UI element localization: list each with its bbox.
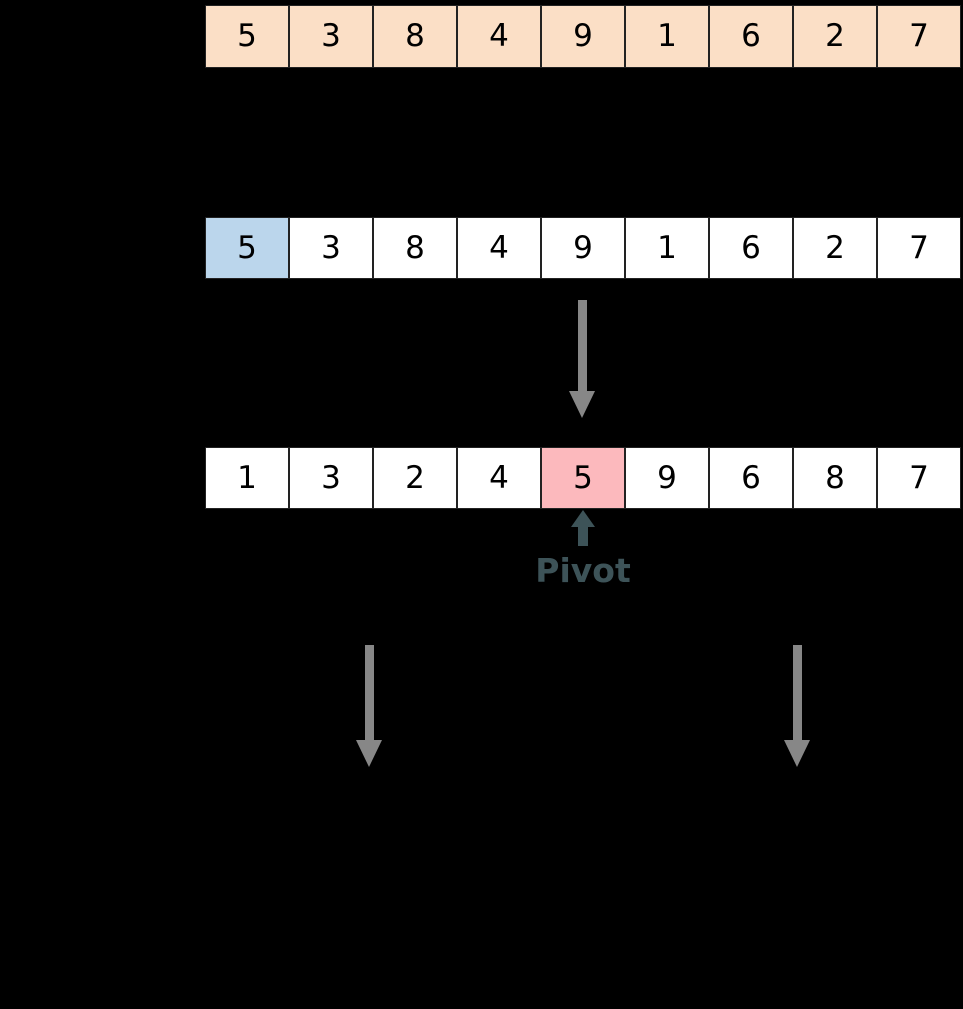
array-cell: 1 <box>625 5 709 68</box>
array-cell: 5 <box>205 5 289 68</box>
partition-arrow-down-icon <box>567 300 597 418</box>
array-row-pivot-selected: 5 3 8 4 9 1 6 2 7 <box>205 217 961 279</box>
array-cell: 2 <box>793 217 877 279</box>
array-cell: 3 <box>289 5 373 68</box>
array-cell: 1 <box>205 447 289 509</box>
array-cell: 6 <box>709 5 793 68</box>
array-cell: 9 <box>541 5 625 68</box>
array-cell: 8 <box>373 5 457 68</box>
array-cell: 4 <box>457 217 541 279</box>
array-cell: 7 <box>877 5 961 68</box>
array-row-original: 5 3 8 4 9 1 6 2 7 <box>205 5 961 68</box>
array-row-partitioned: 1 3 2 4 5 9 6 8 7 <box>205 447 961 509</box>
arrow-shaft <box>578 300 587 394</box>
left-subarray-arrow-down-icon <box>354 645 384 770</box>
array-cell: 7 <box>877 447 961 509</box>
pivot-arrow-up-icon <box>568 510 598 546</box>
array-cell: 9 <box>625 447 709 509</box>
pivot-label: Pivot <box>535 551 631 590</box>
arrow-head <box>571 510 595 527</box>
arrow-shaft <box>793 645 802 743</box>
array-cell: 4 <box>457 5 541 68</box>
array-cell: 3 <box>289 447 373 509</box>
array-cell: 9 <box>541 217 625 279</box>
array-cell: 6 <box>709 217 793 279</box>
array-cell: 2 <box>793 5 877 68</box>
array-cell: 8 <box>793 447 877 509</box>
array-cell-pivot: 5 <box>541 447 625 509</box>
arrow-head <box>356 740 382 767</box>
array-cell: 8 <box>373 217 457 279</box>
array-cell: 7 <box>877 217 961 279</box>
array-cell: 2 <box>373 447 457 509</box>
arrow-shaft <box>578 525 588 546</box>
arrow-head <box>784 740 810 767</box>
arrow-head <box>569 391 595 418</box>
pivot-callout: Pivot <box>520 510 646 587</box>
arrow-shaft <box>365 645 374 743</box>
array-cell: 4 <box>457 447 541 509</box>
array-cell-pivot-candidate: 5 <box>205 217 289 279</box>
array-cell: 6 <box>709 447 793 509</box>
right-subarray-arrow-down-icon <box>782 645 812 770</box>
array-cell: 3 <box>289 217 373 279</box>
array-cell: 1 <box>625 217 709 279</box>
